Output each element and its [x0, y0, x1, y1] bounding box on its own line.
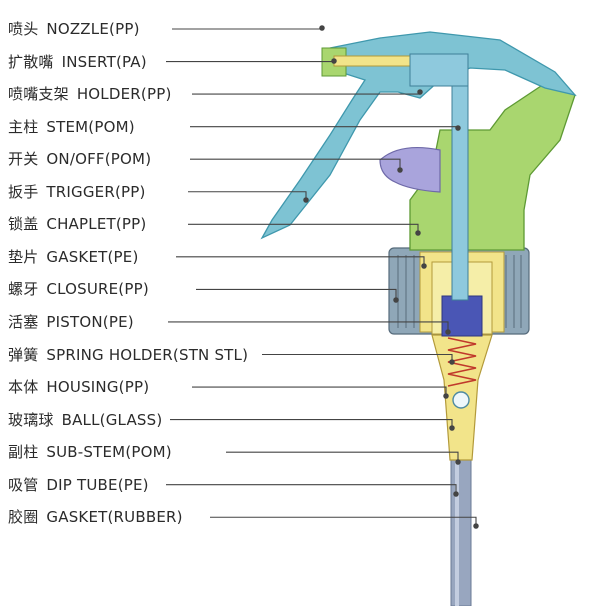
leader-dot	[473, 523, 479, 529]
leader-dot	[453, 491, 459, 497]
part-label: 喷头 NOZZLE(PP)	[8, 18, 140, 39]
leader-line	[176, 256, 425, 266]
part-label-en: HOUSING(PP)	[46, 378, 150, 397]
part-label-zh: 副柱	[8, 443, 39, 462]
part-label-zh: 吸管	[8, 475, 39, 494]
part-label: 扩散嘴 INSERT(PA)	[8, 51, 147, 72]
part-label-en: PISTON(PE)	[46, 312, 134, 331]
part-label: 吸管 DIP TUBE(PE)	[8, 474, 149, 495]
leader-line	[192, 386, 447, 396]
part-label-en: SUB-STEM(POM)	[46, 443, 172, 462]
part-label-en: CHAPLET(PP)	[46, 215, 147, 234]
part-label: 扳手 TRIGGER(PP)	[8, 181, 146, 202]
part-label-zh: 玻璃球	[8, 410, 54, 429]
leader-line	[262, 353, 453, 362]
part-label-en: GASKET(PE)	[46, 247, 139, 266]
leader-dot	[331, 58, 337, 64]
glass-ball	[452, 391, 470, 409]
leader-line	[210, 516, 477, 526]
leader-dot	[455, 125, 461, 131]
leader-line	[190, 126, 459, 128]
leader-dot	[443, 393, 449, 399]
part-label-zh: 活塞	[8, 312, 39, 331]
leader-line	[226, 451, 459, 462]
part-label-zh: 弹簧	[8, 345, 39, 364]
leader-line	[188, 223, 419, 233]
part-label-zh: 螺牙	[8, 280, 39, 299]
part-label-en: BALL(GLASS)	[61, 410, 163, 429]
leader-dot	[417, 89, 423, 95]
part-label: 螺牙 CLOSURE(PP)	[8, 278, 149, 299]
leader-line	[196, 288, 397, 300]
leader-line	[166, 61, 335, 63]
part-label-zh: 扩散嘴	[8, 52, 54, 71]
part-label-zh: 开关	[8, 150, 39, 169]
part-label-zh: 胶圈	[8, 508, 39, 527]
leader-lines	[166, 25, 479, 529]
leader-line	[168, 321, 449, 332]
leader-dot	[445, 329, 451, 335]
part-label-zh: 锁盖	[8, 215, 39, 234]
leader-dot	[449, 425, 455, 431]
leader-line	[170, 419, 453, 428]
part-label: 主柱 STEM(POM)	[8, 116, 135, 137]
part-label: 胶圈 GASKET(RUBBER)	[8, 506, 183, 527]
stem	[451, 79, 469, 301]
holder-arm	[409, 53, 469, 87]
part-label-zh: 垫片	[8, 247, 39, 266]
part-label-en: INSERT(PA)	[61, 52, 147, 71]
leader-dot	[455, 459, 461, 465]
leader-dot	[303, 197, 309, 203]
part-label: 弹簧 SPRING HOLDER(STN STL)	[8, 344, 248, 365]
part-label: 副柱 SUB-STEM(POM)	[8, 441, 172, 462]
leader-line	[172, 28, 323, 30]
part-label: 喷嘴支架 HOLDER(PP)	[8, 83, 172, 104]
part-label-en: TRIGGER(PP)	[46, 182, 146, 201]
leader-dot	[393, 297, 399, 303]
part-label-en: DIP TUBE(PE)	[46, 475, 149, 494]
leader-dot	[415, 230, 421, 236]
part-label-zh: 扳手	[8, 182, 39, 201]
part-label: 垫片 GASKET(PE)	[8, 246, 139, 267]
leader-dot	[449, 359, 455, 365]
spring	[447, 337, 477, 387]
leader-dot	[421, 263, 427, 269]
part-label-en: CLOSURE(PP)	[46, 280, 149, 299]
leader-dot	[319, 25, 325, 31]
on-off-lever	[379, 146, 441, 193]
leader-line	[166, 484, 457, 494]
part-label: 锁盖 CHAPLET(PP)	[8, 213, 146, 234]
part-label-zh: 喷嘴支架	[8, 85, 69, 104]
part-label-zh: 主柱	[8, 117, 39, 136]
part-label-zh: 本体	[8, 378, 39, 397]
part-label: 玻璃球 BALL(GLASS)	[8, 409, 162, 430]
part-label-en: ON/OFF(POM)	[46, 150, 152, 169]
part-label: 活塞 PISTON(PE)	[8, 311, 134, 332]
part-label: 本体 HOUSING(PP)	[8, 376, 149, 397]
part-label-en: GASKET(RUBBER)	[46, 508, 183, 527]
part-label-zh: 喷头	[8, 20, 39, 38]
part-label: 开关 ON/OFF(POM)	[8, 148, 151, 169]
part-label-en: STEM(POM)	[46, 117, 135, 136]
leader-dot	[397, 167, 403, 173]
closure-ribs	[397, 255, 522, 328]
part-label-en: HOLDER(PP)	[76, 85, 172, 104]
part-label-en: NOZZLE(PP)	[46, 20, 140, 38]
part-label-en: SPRING HOLDER(STN STL)	[46, 345, 249, 364]
leader-line	[190, 158, 401, 170]
